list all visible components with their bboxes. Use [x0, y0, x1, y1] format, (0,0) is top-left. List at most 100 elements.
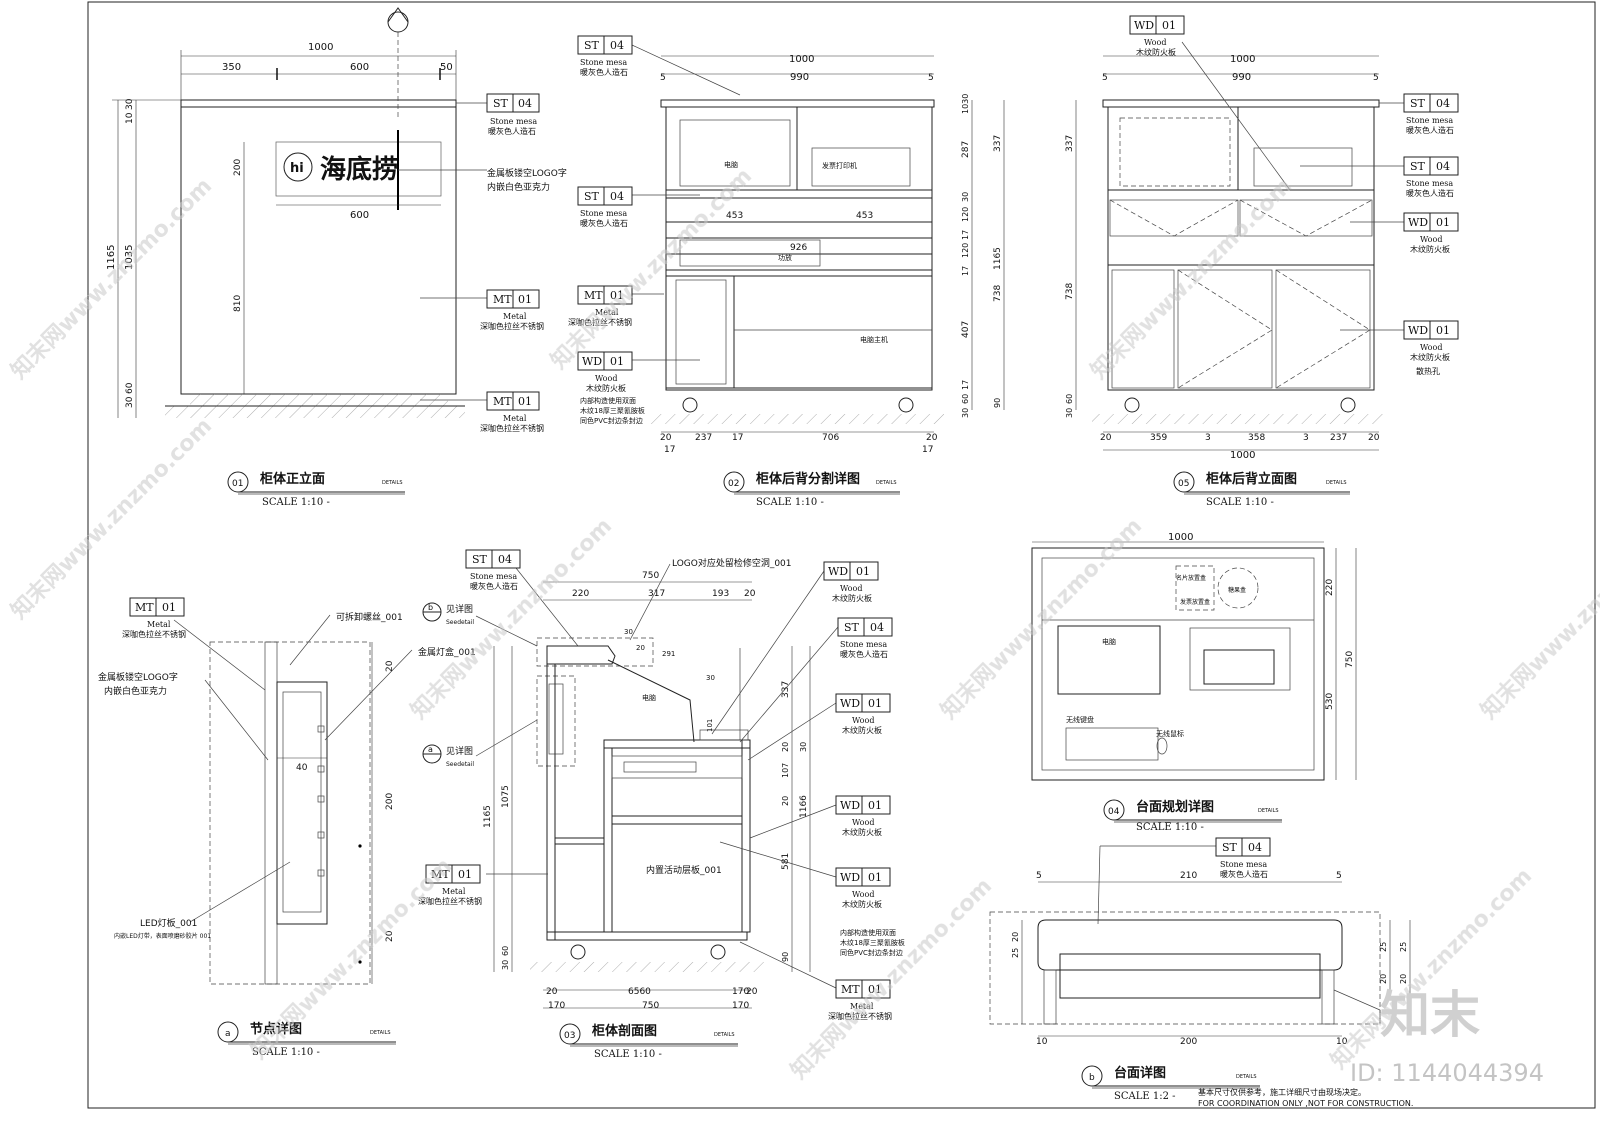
- svg-text:暖灰色人造石: 暖灰色人造石: [470, 581, 518, 591]
- tag-st-04-v03-right: ST 04 Stone mesa 暖灰色人造石: [837, 617, 893, 659]
- svg-text:453: 453: [726, 211, 743, 221]
- svg-text:170: 170: [548, 1001, 565, 1011]
- svg-text:01: 01: [518, 395, 532, 408]
- dim-width-1000: 1000: [308, 42, 333, 53]
- svg-text:WD: WD: [1408, 324, 1428, 337]
- svg-text:ST: ST: [584, 190, 600, 203]
- tag-st-04-v05-b: ST 04 Stone mesa 暖灰色人造石: [1403, 156, 1459, 198]
- svg-text:Seedetail: Seedetail: [446, 761, 474, 768]
- tag-wd-01-v05-b: WD 01 Wood 木纹防火板 散热孔: [1403, 320, 1459, 376]
- svg-text:DETAILS: DETAILS: [370, 1030, 391, 1036]
- svg-text:358: 358: [1248, 433, 1265, 443]
- svg-text:20: 20: [1399, 974, 1408, 984]
- title-v02: 02 柜体后背分割详图 SCALE 1:10 - DETAILS: [723, 471, 900, 508]
- svg-text:Seedetail: Seedetail: [446, 619, 474, 626]
- svg-text:337: 337: [993, 135, 1003, 152]
- svg-text:04: 04: [1108, 807, 1120, 817]
- svg-text:120: 120: [961, 243, 970, 258]
- svg-text:Stone mesa: Stone mesa: [840, 640, 887, 649]
- title-v04-text: 台面规划详图: [1136, 799, 1214, 815]
- svg-text:Metal: Metal: [442, 887, 466, 896]
- note-inner-2: 木纹18厚三聚氰胺板: [580, 406, 645, 415]
- dim-10: 10: [125, 112, 135, 124]
- svg-text:深咖色拉丝不锈钢: 深咖色拉丝不锈钢: [122, 629, 186, 639]
- svg-text:40: 40: [296, 763, 308, 773]
- svg-text:Wood: Wood: [595, 374, 617, 383]
- svg-text:17: 17: [922, 445, 933, 455]
- svg-text:738: 738: [993, 285, 1003, 302]
- svg-text:01: 01: [868, 871, 882, 884]
- svg-text:ST: ST: [844, 621, 860, 634]
- svg-text:407: 407: [961, 321, 971, 338]
- tag-st-04-v02-top: ST 04 Stone mesa 暖灰色人造石: [577, 35, 633, 77]
- note-logo-a-2: 内嵌白色亚克力: [104, 685, 167, 697]
- svg-text:暖灰色人造石: 暖灰色人造石: [1406, 188, 1454, 198]
- svg-text:WD: WD: [840, 871, 860, 884]
- svg-text:Stone mesa: Stone mesa: [580, 58, 627, 67]
- svg-text:Stone mesa: Stone mesa: [1406, 116, 1453, 125]
- svg-text:ST: ST: [584, 39, 600, 52]
- tag-st-04-v01: ST 04 Stone mesa 暖灰色人造石: [486, 93, 540, 136]
- svg-text:电脑: 电脑: [724, 160, 738, 169]
- svg-text:MT: MT: [431, 868, 450, 881]
- svg-text:1030: 1030: [961, 94, 970, 114]
- svg-text:MT: MT: [493, 395, 512, 408]
- svg-text:5: 5: [1102, 73, 1108, 83]
- svg-text:706: 706: [822, 433, 839, 443]
- svg-text:90: 90: [781, 952, 790, 962]
- svg-text:WD: WD: [840, 799, 860, 812]
- note-inner-v03-1: 内部构造使用双面: [840, 928, 896, 937]
- svg-text:无线鼠标: 无线鼠标: [1156, 729, 1184, 738]
- svg-text:30: 30: [501, 960, 510, 970]
- svg-text:SCALE 1:10 -: SCALE 1:10 -: [594, 1049, 662, 1060]
- title-v02-text: 柜体后背分割详图: [755, 471, 860, 487]
- svg-text:Wood: Wood: [840, 584, 862, 593]
- svg-text:3: 3: [1303, 433, 1309, 443]
- note-led: LED灯板_001: [140, 917, 197, 929]
- svg-text:20: 20: [746, 987, 758, 997]
- svg-text:17: 17: [961, 266, 970, 276]
- view-b-countertop-detail: 5 210 5 10 200 10 25 20 25 20 25 20: [989, 845, 1411, 1047]
- svg-text:WD: WD: [828, 565, 848, 578]
- title-va: a 节点详图 SCALE 1:10 - DETAILS: [217, 1021, 396, 1058]
- svg-text:Metal: Metal: [503, 414, 527, 423]
- svg-text:DETAILS: DETAILS: [1258, 808, 1279, 814]
- view-01-front-elevation: hi 海底捞 1000 350 600 50 1165 1035 30 10 3…: [106, 7, 487, 418]
- title-v01-text: 柜体正立面: [259, 471, 325, 487]
- svg-text:SCALE 1:10 -: SCALE 1:10 -: [1206, 497, 1274, 508]
- tag-st-04-vb: ST 04 Stone mesa 暖灰色人造石: [1215, 837, 1271, 879]
- svg-text:Wood: Wood: [852, 818, 874, 827]
- svg-text:01: 01: [610, 355, 624, 368]
- dim-30-base: 30: [125, 396, 135, 408]
- svg-text:5: 5: [1036, 871, 1042, 881]
- svg-text:a: a: [225, 1029, 231, 1039]
- svg-text:120: 120: [961, 207, 970, 222]
- svg-text:WD: WD: [582, 355, 602, 368]
- svg-text:深咖色拉丝不锈钢: 深咖色拉丝不锈钢: [568, 317, 632, 327]
- svg-text:SCALE 1:2 -: SCALE 1:2 -: [1114, 1091, 1176, 1102]
- svg-text:SCALE 1:10 -: SCALE 1:10 -: [756, 497, 824, 508]
- svg-text:Wood: Wood: [852, 890, 874, 899]
- svg-text:17: 17: [664, 445, 675, 455]
- svg-text:20: 20: [546, 987, 558, 997]
- svg-text:25: 25: [1399, 942, 1408, 952]
- svg-text:知末网www.znzmo.com: 知末网www.znzmo.com: [786, 873, 997, 1084]
- svg-text:10: 10: [1336, 1037, 1348, 1047]
- svg-text:知末网www.znzmo.com: 知末网www.znzmo.com: [1086, 173, 1297, 384]
- title-v04: 04 台面规划详图 SCALE 1:10 - DETAILS: [1103, 799, 1282, 833]
- note-logo-1: 金属板镂空LOGO字: [487, 167, 567, 179]
- svg-text:电脑: 电脑: [1102, 637, 1116, 646]
- svg-text:60: 60: [1065, 394, 1074, 404]
- svg-text:1075: 1075: [501, 785, 511, 808]
- svg-text:193: 193: [712, 589, 729, 599]
- svg-text:20: 20: [385, 930, 395, 942]
- svg-text:木纹防火板: 木纹防火板: [842, 899, 882, 909]
- sheet-frame: [87, 1, 1596, 1109]
- svg-text:750: 750: [1345, 651, 1355, 668]
- svg-text:30: 30: [1065, 408, 1074, 418]
- svg-text:01: 01: [162, 601, 176, 614]
- svg-text:581: 581: [781, 853, 791, 870]
- note-screw: 可拆卸螺丝_001: [336, 611, 403, 623]
- svg-text:738: 738: [1065, 283, 1075, 300]
